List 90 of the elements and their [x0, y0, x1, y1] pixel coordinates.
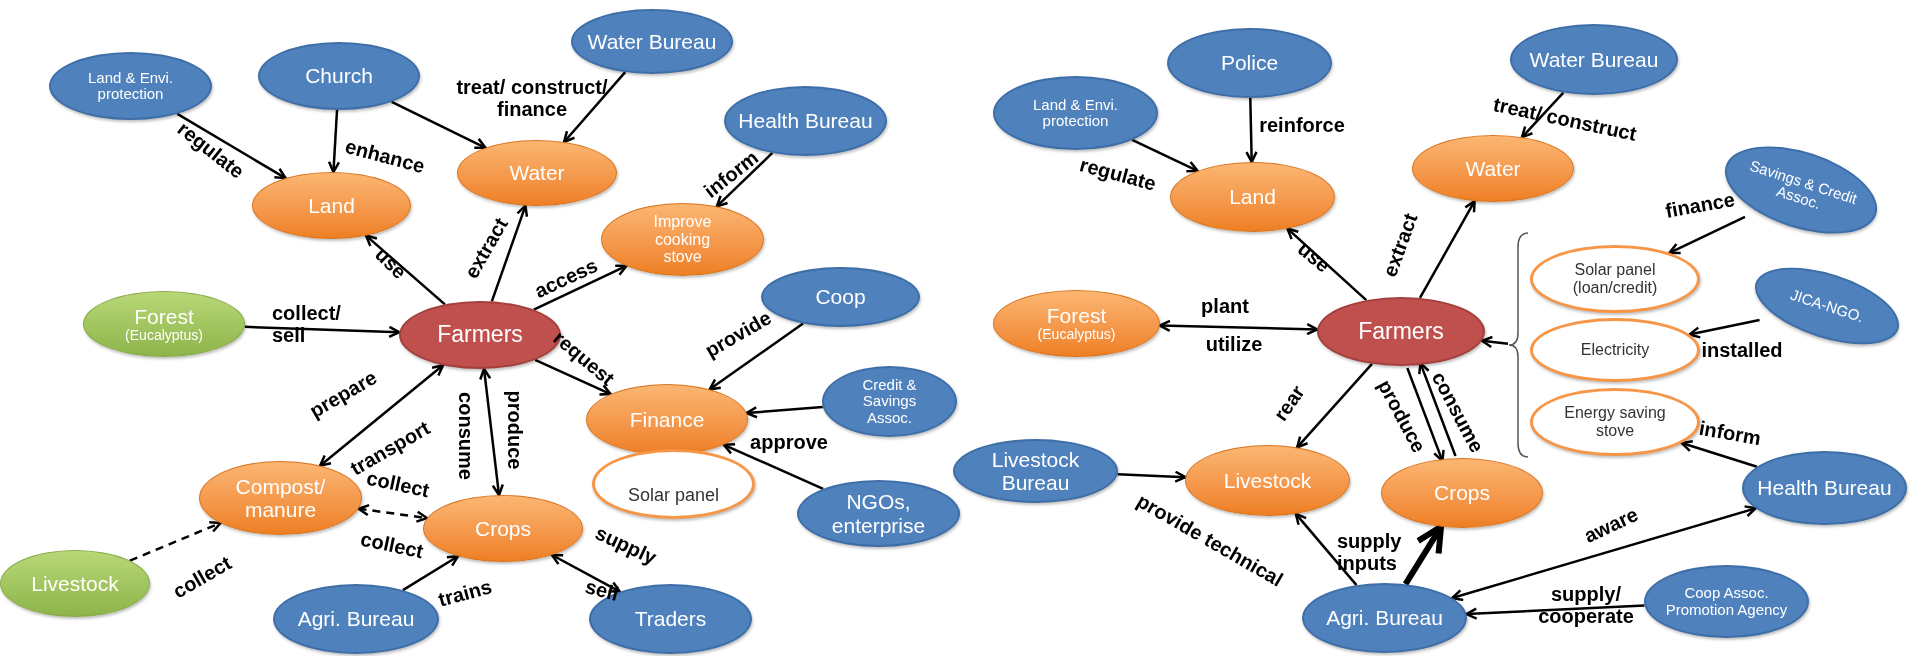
arrow — [357, 503, 429, 523]
arrow — [1688, 318, 1760, 339]
arrow — [722, 443, 824, 491]
curly-brace — [1508, 232, 1528, 458]
arrow — [1117, 470, 1187, 483]
node-label: Forest — [134, 304, 194, 328]
edge-label: supply/ cooperate — [1537, 583, 1635, 627]
edge-label: use — [371, 243, 411, 283]
resource-ellipse — [0, 550, 150, 617]
edge-label: reinforce — [1259, 114, 1345, 136]
node-label: Water Bureau — [587, 29, 717, 54]
edge-label: treat/ construct — [1491, 93, 1639, 145]
edge-label: approve — [750, 431, 828, 453]
edge-label: regulate — [1077, 153, 1159, 195]
edge-label: trains — [435, 575, 495, 611]
edge-label: installed — [1701, 339, 1783, 361]
node-label: Compost/ manure — [234, 474, 327, 522]
edge-label: finance — [1663, 188, 1737, 222]
text-label: collect — [358, 527, 426, 563]
node-label: Church — [305, 64, 373, 88]
node-label: Solar panel (loan/credit) — [1571, 261, 1659, 297]
arrow — [562, 71, 627, 144]
edge-label: supply inputs — [1337, 530, 1403, 574]
edge-label: produce — [504, 390, 526, 470]
node-label: Land & Envi. protection — [86, 69, 175, 103]
node-label: Credit & Savings Assoc. — [861, 376, 918, 427]
edge-label: inform — [1697, 416, 1763, 450]
node-label: Land — [1229, 185, 1276, 209]
node-label: Solar panel — [627, 486, 720, 506]
node-label: Health Bureau — [738, 109, 873, 133]
edge-label: aware — [1580, 503, 1642, 547]
node-label: Livestock Bureau — [990, 447, 1081, 495]
node-label: Water — [1465, 156, 1521, 181]
node-label: Energy saving stove — [1563, 404, 1667, 440]
arrow — [1295, 363, 1373, 449]
text-label: consume — [455, 392, 477, 480]
node-label: Agri. Bureau — [1326, 606, 1443, 630]
edge-label: extract — [1378, 210, 1422, 280]
node-label: Health Bureau — [1757, 476, 1892, 500]
node-label: Coop Assoc. Promotion Agency — [1664, 585, 1789, 618]
node-label: Coop — [815, 285, 866, 309]
arrow — [1158, 319, 1319, 336]
arrow — [490, 204, 529, 302]
node-label: Farmers — [437, 322, 523, 348]
node-label: Electricity — [1580, 341, 1650, 359]
arrow — [318, 364, 445, 467]
actor-ellipse — [797, 480, 960, 547]
node-label: Water — [509, 161, 565, 185]
node-label: Land — [308, 193, 355, 218]
node-label: Finance — [629, 407, 705, 432]
node-label: Land & Envi. protection — [1031, 96, 1120, 130]
arrow — [327, 109, 341, 174]
node-label: Savings & Credit Assoc. — [1747, 155, 1861, 215]
arrow — [533, 264, 628, 311]
edge-label: plant — [1201, 295, 1249, 317]
arrow — [534, 358, 612, 396]
node-label: Livestock — [31, 571, 119, 596]
edge-label: enhance — [342, 134, 428, 178]
edge-label: treat/ construct/ finance — [455, 76, 609, 120]
edge-label: collect/ sell — [272, 302, 342, 346]
node-label: Agri. Bureau — [297, 607, 415, 631]
arrow — [391, 100, 487, 150]
node-label: Crops — [1434, 481, 1490, 505]
node-label: Crops — [475, 516, 531, 541]
node-label: Forest — [1046, 304, 1107, 328]
arrow — [745, 405, 823, 419]
arrow — [1668, 215, 1746, 255]
node-label: Farmers — [1358, 318, 1444, 345]
arrow — [244, 325, 401, 339]
node-label: (Eucalyptus) — [1037, 327, 1116, 343]
arrow — [1245, 97, 1258, 164]
arrow — [1450, 505, 1757, 602]
node-label: Police — [1220, 51, 1279, 75]
arrow — [1131, 138, 1199, 173]
node-label: Traders — [634, 607, 707, 631]
arrow — [176, 112, 287, 180]
arrow — [550, 553, 622, 593]
arrow — [1465, 604, 1645, 620]
arrow — [1294, 512, 1358, 586]
arrow — [479, 367, 505, 497]
arrow — [402, 554, 460, 592]
node-label: NGOs, enterprise — [830, 490, 927, 537]
node-label: (Eucalyptus) — [125, 327, 203, 344]
node-label: Improve cooking stove — [652, 213, 713, 266]
node-label: Water Bureau — [1529, 47, 1659, 72]
node-label: Livestock — [1223, 468, 1312, 493]
arrow — [129, 520, 222, 562]
arrow — [1680, 440, 1758, 468]
arrow — [1402, 523, 1445, 586]
text-label: utilize — [1205, 333, 1263, 355]
